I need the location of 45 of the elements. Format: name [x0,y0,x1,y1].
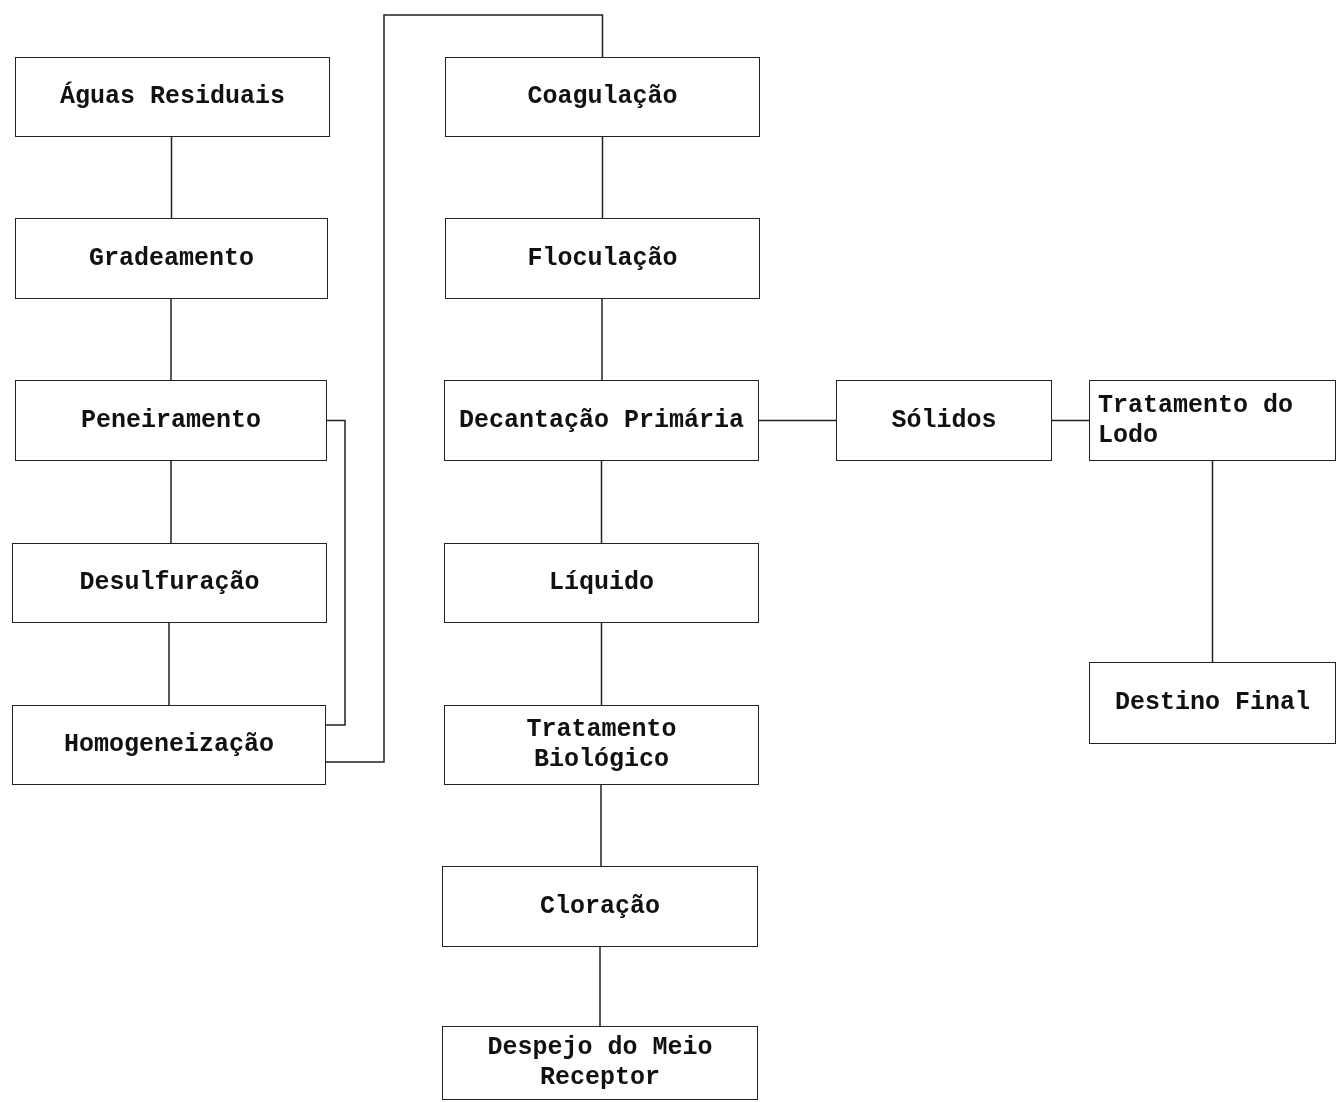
connector-line [168,622,170,706]
box-label: Peneiramento [81,405,261,436]
box-label: Líquido [549,568,654,598]
process-box [15,57,330,137]
process-box [444,705,759,785]
process-box [445,218,760,299]
box-label: Destino Final [1114,688,1310,718]
box-label: Sólidos [891,405,997,436]
process-box [12,705,326,785]
process-box [1089,380,1336,461]
box-label: Tratamento do Lodo [1098,390,1295,451]
process-box [836,380,1052,461]
box-label: Desulfuração [79,568,260,598]
box-label: Despejo do Meio Receptor [486,1033,714,1093]
process-box [445,57,760,137]
process-box [444,380,759,461]
connector-line [601,136,604,219]
process-box [12,543,327,623]
connector-line [599,946,601,1027]
connector-line [170,298,172,381]
connector-line [170,136,173,219]
process-box [1089,662,1336,744]
connector-line [600,460,603,544]
process-box [442,866,758,947]
connector-line [758,419,837,422]
box-label: Homogeneização [63,730,274,760]
process-box [442,1026,758,1100]
process-box [15,380,327,461]
box-label: Tratamento Biológico [525,715,678,775]
process-box [15,218,328,299]
connector-line [170,460,172,544]
box-label: Gradeamento [89,243,254,274]
connector-line [600,784,602,867]
box-label: Floculação [527,243,678,274]
connector-line [325,419,346,726]
process-box [444,543,759,623]
connector-line [1051,419,1090,422]
connector-line [325,14,604,763]
box-label: Coagulação [527,82,678,112]
box-label: Decantação Primária [458,405,744,436]
connector-line [600,622,603,706]
connector-line [601,298,603,381]
box-label: Cloração [540,891,660,922]
connector-line [1211,460,1214,663]
box-label: Águas Residuais [59,82,285,112]
